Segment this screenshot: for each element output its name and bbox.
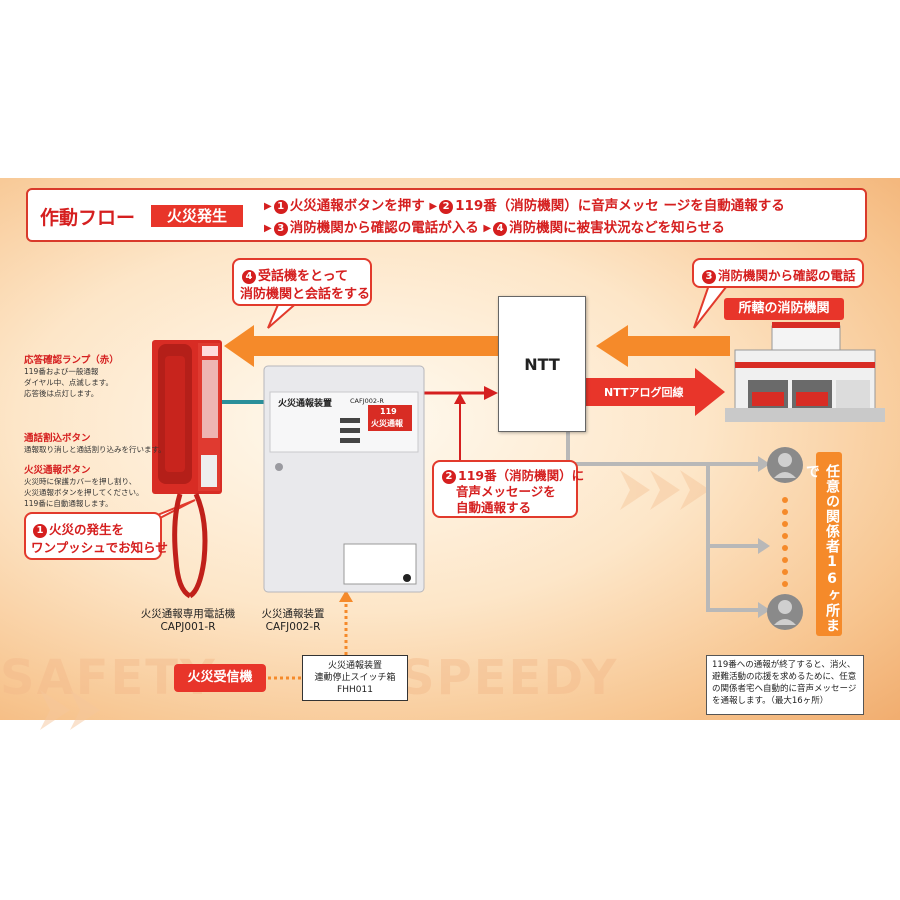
unit-badge-number: 119 (380, 407, 397, 416)
analog-line-label: NTTアログ回線 (604, 386, 684, 399)
report-note-line: 火災時に保護カバーを押し割り、 (24, 477, 137, 486)
flow-trigger-badge: 火災発生 (151, 205, 243, 227)
interrupt-note-line: 通報取り消しと通話割り込みを行います。 (24, 445, 166, 454)
arrow-to-fire-station (584, 368, 725, 416)
ntt-box: NTT (498, 296, 586, 432)
fire-alarm-phone (152, 340, 222, 494)
flow-step-4: 消防機関に被害状況などを知らせる (509, 220, 725, 236)
report-note-desc: 火災時に保護カバーを押し割り、 火災通報ボタンを押してください。 119番に自動… (24, 476, 144, 509)
unit-panel-title: 火災通報装置 (278, 399, 333, 409)
auto-call-line3: 自動通報する (456, 500, 532, 515)
auto-call-text1: 119番（消防機関）に (458, 468, 585, 483)
step-number-badge: 1 (273, 200, 288, 214)
step-number-badge: 2 (439, 200, 454, 214)
arrow-to-phone (224, 325, 498, 367)
auto-call-line2: 音声メッセージを (456, 484, 556, 499)
contact-dots (782, 497, 788, 587)
step-number-badge: 2 (442, 470, 456, 484)
contact-person-icon (767, 594, 803, 630)
arrow-to-ntt (596, 325, 730, 367)
unit-badge-text: 火災通報 (371, 419, 403, 428)
one-push-text1: 火災の発生を (49, 522, 125, 537)
fire-receiver-label: 火災受信機 (174, 664, 266, 692)
flow-step-2: 119番（消防機関）に音声メッセ ージを自動通報する (455, 198, 785, 214)
background-text-right: SPEEDY (400, 650, 619, 706)
interrupt-note-desc: 通報取り消しと通話割り込みを行います。 (24, 444, 166, 455)
arrowhead-to-ntt (484, 386, 498, 400)
unit-model: CAFJ002-R (265, 621, 321, 633)
fire-alarm-unit (263, 365, 425, 593)
unit-model-label: 火災通報装置 CAFJ002-R (248, 606, 338, 633)
related-parties-box: 任意の関係者16ヶ所まで (804, 452, 842, 636)
phone-cord (172, 492, 208, 599)
switch-box-line3: FHH011 (337, 685, 373, 695)
confirm-callout-text: 消防機関から確認の電話 (718, 268, 856, 283)
step-number-badge: 4 (493, 222, 508, 236)
contact-lines (566, 430, 760, 612)
report-note-line: 119番に自動通報します。 (24, 499, 113, 508)
flow-step-3: 消防機関から確認の電話が入る (289, 220, 479, 236)
notification-info-box: 119番への通報が終了すると、消火、避難活動の応援を求めるために、任意の関係者宅… (706, 655, 864, 715)
contact-person-icon (767, 447, 803, 483)
related-parties-text: 任意の関係者16ヶ所まで (804, 464, 840, 633)
lamp-note-line: ダイヤル中、点滅します。 (24, 378, 114, 387)
stop-switch-box: 火災通報装置 連動停止スイッチ箱 FHH011 (302, 655, 408, 701)
interrupt-note-title: 通話割込ボタン (24, 433, 91, 444)
fire-station-label: 所轄の消防機関 (724, 298, 844, 320)
flow-arrow-icon: ▶ (429, 201, 438, 212)
receiver-callout-line2: 消防機関と会話をする (240, 287, 371, 302)
switch-box-line1: 火災通報装置 (327, 661, 382, 671)
phone-model-label: 火災通報専用電話機 CAPJ001-R (133, 606, 243, 633)
fire-station-building (725, 322, 885, 422)
switch-connector-head (339, 590, 353, 602)
flow-arrow-icon: ▶ (264, 201, 272, 212)
lamp-note-desc: 119番および一般通報 ダイヤル中、点滅します。 応答後は点灯します。 (24, 366, 113, 399)
contact-arrowheads (758, 456, 770, 618)
unit-panel-model: CAFJ002-R (350, 397, 384, 405)
step-number-badge: 4 (242, 270, 256, 284)
step-number-badge: 1 (33, 524, 47, 538)
callout-pointer-head (454, 393, 466, 404)
step-number-badge: 3 (702, 270, 716, 284)
receiver-callout-text1: 受話機をとって (258, 269, 348, 284)
lamp-note-line: 119番および一般通報 (24, 367, 99, 376)
background-chevrons (40, 470, 710, 730)
flow-title: 作動フロー (40, 207, 136, 229)
flow-arrow-icon: ▶ (483, 223, 492, 234)
switch-box-line2: 連動停止スイッチ箱 (314, 673, 396, 683)
phone-model: CAPJ001-R (160, 621, 216, 633)
report-note-title: 火災通報ボタン (24, 465, 91, 476)
ntt-label: NTT (524, 355, 560, 374)
report-note-line: 火災通報ボタンを押してください。 (24, 488, 144, 497)
step-number-badge: 3 (273, 222, 288, 236)
one-push-line2: ワンプッシュでお知らせ (31, 540, 168, 555)
flow-step-1: 火災通報ボタンを押す (289, 198, 425, 214)
flow-arrow-icon: ▶ (264, 223, 272, 234)
phone-name: 火災通報専用電話機 (140, 608, 236, 620)
lamp-note-title: 応答確認ランプ（赤） (24, 355, 119, 366)
unit-name: 火災通報装置 (261, 608, 325, 620)
lamp-note-line: 応答後は点灯します。 (24, 389, 99, 398)
